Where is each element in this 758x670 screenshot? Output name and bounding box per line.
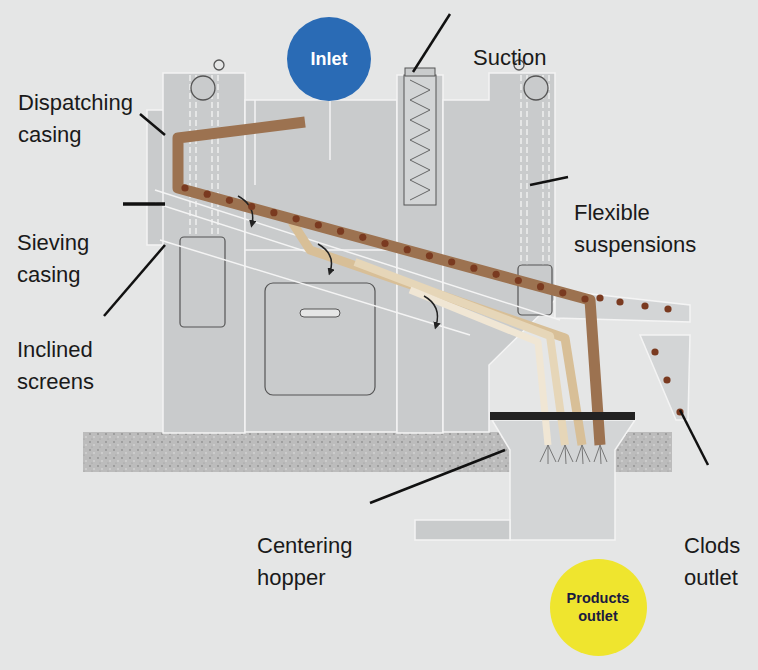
pulley	[191, 76, 215, 100]
base-plate	[415, 520, 510, 540]
clod-dot	[664, 305, 671, 312]
clod-dot	[315, 221, 322, 228]
fall-arrow	[424, 296, 438, 326]
spring-box	[180, 237, 225, 327]
door-handle	[300, 309, 340, 317]
part-label: Inclined screens	[17, 334, 117, 398]
clod-dot	[426, 252, 433, 259]
part-label: Suction	[473, 42, 593, 74]
clod-dot	[293, 215, 300, 222]
leader-line	[123, 202, 165, 206]
leader-line	[530, 177, 568, 185]
circle-outline	[550, 559, 647, 656]
node-text: Products outlet	[559, 589, 637, 625]
clod-dot	[470, 265, 477, 272]
clod-dot	[448, 258, 455, 265]
part-label: Clods outlet	[684, 530, 750, 594]
circle-shape	[287, 17, 371, 101]
part-label: Sieving casing	[17, 227, 112, 291]
clod-dot	[596, 294, 603, 301]
leader-line	[413, 14, 450, 72]
clod-dot	[616, 298, 623, 305]
suction-cap	[405, 68, 435, 76]
oversize-flow	[178, 122, 600, 445]
clod-dot	[337, 228, 344, 235]
inlet-circle: Inlet	[287, 17, 371, 101]
clod-dot	[270, 209, 277, 216]
access-door	[265, 283, 375, 395]
part-label: Dispatching casing	[18, 87, 143, 151]
clod-dot	[515, 277, 522, 284]
part-label: Centering hopper	[257, 530, 375, 594]
clod-dot	[493, 271, 500, 278]
leader-line	[370, 450, 505, 503]
outlet-spouts	[540, 445, 607, 464]
clod-dot	[381, 240, 388, 247]
circle-shape	[550, 559, 647, 656]
pulley	[524, 76, 548, 100]
part-label: Flexible suspensions	[574, 197, 714, 261]
suction-pipe	[404, 75, 436, 205]
product-flow	[410, 290, 548, 445]
clod-dot	[559, 289, 566, 296]
hopper-collar	[490, 412, 635, 420]
clod-dot	[204, 191, 211, 198]
suction-bellows	[410, 80, 430, 200]
clod-dot	[248, 203, 255, 210]
clods-chute	[640, 335, 690, 420]
clod-dot	[651, 348, 658, 355]
clod-dot	[226, 197, 233, 204]
clod-dot	[359, 234, 366, 241]
leader-line	[104, 245, 165, 316]
clod-dot	[181, 184, 188, 191]
clod-dot	[581, 295, 588, 302]
clod-dot	[641, 302, 648, 309]
fall-arrow	[318, 244, 332, 272]
clod-dot	[537, 283, 544, 290]
lifting-ring	[214, 60, 224, 70]
clod-dot	[663, 376, 670, 383]
clod-dot	[404, 246, 411, 253]
leader-line	[140, 114, 165, 135]
outlet-circle: Products outlet	[550, 559, 647, 656]
leader-line	[680, 410, 708, 465]
node-text: Inlet	[294, 48, 364, 71]
fall-arrow	[238, 196, 253, 224]
